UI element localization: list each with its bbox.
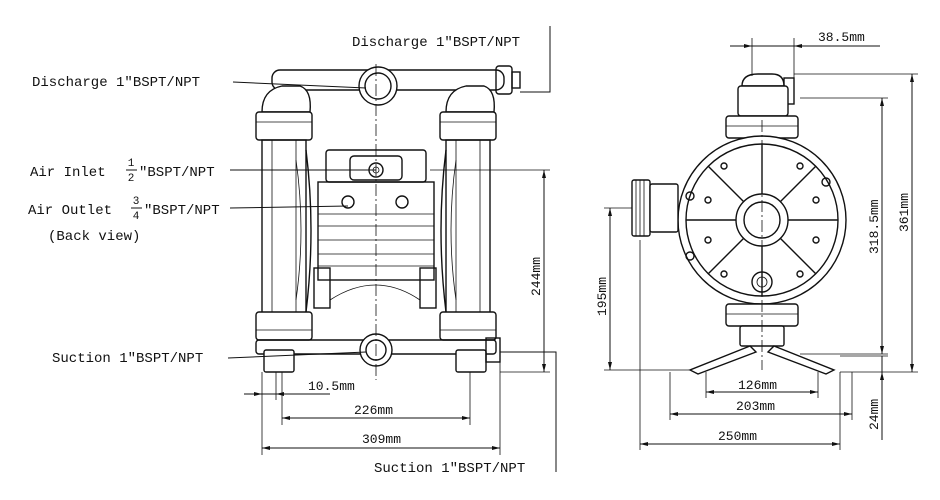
dim-226mm: 226mm [354,403,393,418]
air-inlet-fraction-den: 2 [128,173,135,185]
dim-24mm: 24mm [867,399,882,430]
discharge-left-label: Discharge 1″BSPT/NPT [32,75,200,91]
air-outlet-label-prefix: Air Outlet [28,203,112,219]
air-outlet-fraction-den: 4 [133,211,140,223]
dim-10-5mm: 10.5mm [308,379,355,394]
dim-318-5mm: 318.5mm [867,199,882,254]
dim-38-5mm: 38.5mm [818,30,865,45]
dim-250mm: 250mm [718,429,757,444]
side-view-pump [631,73,847,375]
housing-ribs [686,144,838,296]
front-view-callouts: Discharge 1″BSPT/NPT Discharge 1″BSPT/NP… [28,26,557,477]
dim-195mm: 195mm [595,277,610,316]
dim-126mm: 126mm [738,378,777,393]
front-view-pump [255,64,521,380]
suction-left-label: Suction 1″BSPT/NPT [52,351,203,367]
side-view-dimensions: 38.5mm 361mm 318.5mm 195mm 126mm [595,30,918,450]
suction-bottom-label: Suction 1″BSPT/NPT [374,461,525,477]
air-inlet-label-prefix: Air Inlet [30,165,106,181]
air-outlet-label-suffix: ″BSPT/NPT [144,203,220,219]
dim-244mm: 244mm [529,257,544,296]
dim-309mm: 309mm [362,432,401,447]
discharge-top-label: Discharge 1″BSPT/NPT [352,35,520,51]
back-view-note: (Back view) [48,229,140,245]
air-outlet-fraction-num: 3 [133,196,140,208]
front-view-dimensions: 10.5mm 226mm 309mm 244mm [244,169,550,455]
air-inlet-label-suffix: ″BSPT/NPT [139,165,215,181]
dim-361mm: 361mm [897,193,912,232]
dim-203mm: 203mm [736,399,775,414]
air-inlet-fraction-num: 1 [128,158,135,170]
